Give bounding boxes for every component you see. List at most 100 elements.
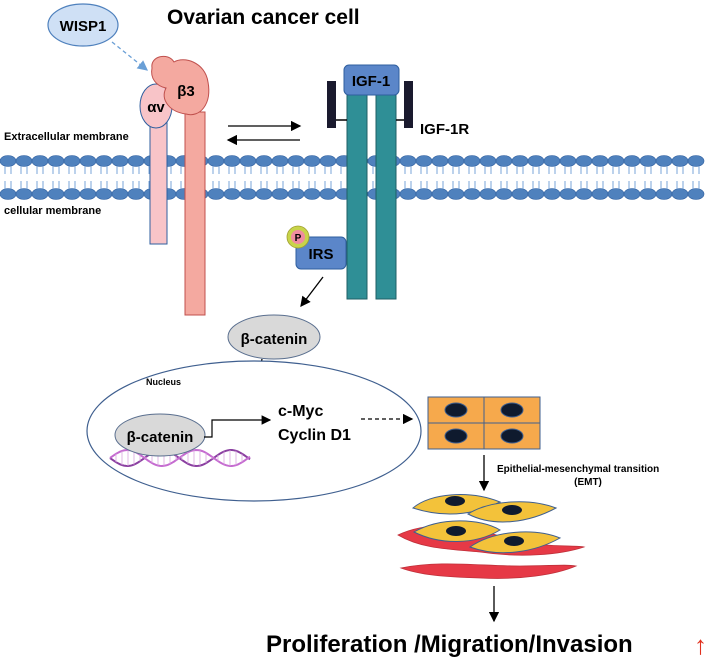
integrin-beta-head [151,55,210,116]
mesenchymal-cells [397,494,586,579]
lipid-head [415,155,433,167]
lipid-tail [228,181,236,189]
lipid-tail [692,181,700,189]
lipid-tail [68,166,76,174]
lipid-head [479,188,497,200]
lipid-tail [276,181,284,189]
lipid-head [207,188,225,200]
lipid-tail [452,181,460,189]
lipid-tail [340,181,348,189]
lipid-tail [292,181,300,189]
lipid-head [559,155,577,167]
lipid-head [127,155,145,167]
lipid-tail [260,181,268,189]
lipid-head [623,155,641,167]
lipid-head [431,155,449,167]
lipid-head [271,155,289,167]
lipid-tail [340,166,348,174]
lipid-tail [420,181,428,189]
beta-catenin-cytoplasm-label: β-catenin [241,331,308,348]
lipid-head [687,188,705,200]
lipid-tail [484,166,492,174]
lipid-tail [436,166,444,174]
integrin-alpha-label: αv [147,99,165,116]
lipid-tail [52,166,60,174]
lipid-tail [692,166,700,174]
lipid-head [95,188,113,200]
lipid-head [47,188,65,200]
lipid-tail [244,166,252,174]
wisp1-label: WISP1 [60,18,107,35]
lipid-tail [660,181,668,189]
lipid-tail [212,166,220,174]
lipid-head [303,188,321,200]
lipid-tail [612,166,620,174]
lipid-head [111,188,129,200]
outcome-label: Proliferation /Migration/Invasion [266,631,633,658]
lipid-tail [116,181,124,189]
phospho-inner [291,230,305,244]
integrin-alpha-stem [149,121,168,245]
lipid-head [319,155,337,167]
lipid-tail [580,181,588,189]
lipid-tail [596,181,604,189]
igf1-label: IGF-1 [352,73,390,90]
lipid-head [511,155,529,167]
lipid-head [687,155,705,167]
lipid-tail [212,181,220,189]
lipid-head [255,155,273,167]
lipid-tail [68,181,76,189]
emt-label-line2: (EMT) [574,477,602,488]
lipid-head [239,155,257,167]
lipid-tail [84,166,92,174]
lipid-tail [564,181,572,189]
lipid-head [463,188,481,200]
lipid-tail [500,181,508,189]
lipid-head [607,188,625,200]
lipid-head [575,155,593,167]
lipid-tail [628,166,636,174]
lipid-head [479,155,497,167]
lipid-tail [516,166,524,174]
outcome-up-arrow: ↑ [694,630,707,658]
lipid-head [399,155,417,167]
lipid-tail [4,166,12,174]
lipid-tail [548,181,556,189]
lipid-tail [596,166,604,174]
lipid-tail [324,181,332,189]
lipid-tail [404,181,412,189]
lipid-tail [260,166,268,174]
lipid-head [495,188,513,200]
lipid-head [207,155,225,167]
lipid-tail [660,166,668,174]
lipid-head [415,188,433,200]
lipid-head [31,155,49,167]
lipid-head [31,188,49,200]
igf1r-bar-right [404,81,413,128]
lipid-head [223,155,241,167]
igf1r-chain-left [346,94,368,300]
lipid-tail [420,166,428,174]
lipid-tail [116,166,124,174]
lipid-head [255,188,273,200]
lipid-head [527,188,545,200]
lipid-tail [452,166,460,174]
lipid-head [47,155,65,167]
lipid-tail [36,181,44,189]
lipid-head [559,188,577,200]
lipid-tail [612,181,620,189]
lipid-head [63,188,81,200]
lipid-head [95,155,113,167]
lipid-tail [84,181,92,189]
lipid-tail [324,166,332,174]
lipid-head [127,188,145,200]
lipid-tail [20,166,28,174]
lipid-head [15,155,33,167]
lipid-head [399,188,417,200]
lipid-head [463,155,481,167]
lipid-head [495,155,513,167]
lipid-tail [100,181,108,189]
lipid-tail [292,166,300,174]
lipid-tail [484,181,492,189]
